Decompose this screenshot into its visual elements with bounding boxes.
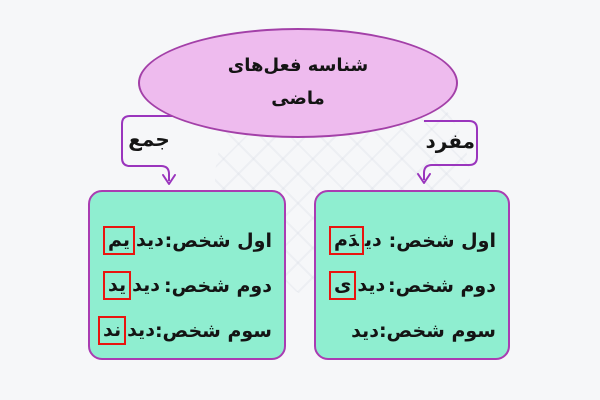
row-singular-third-person: سوم شخص: دید (328, 308, 496, 353)
plural-conjugation-box: اول شخص: دیدیم دوم شخص: دیدید سوم شخص: د… (88, 190, 286, 360)
verb-word: دیدی (328, 271, 385, 300)
verb-word: دیدند (97, 316, 155, 345)
singular-conjugation-box: اول شخص: دی‍‌‍دَم دوم شخص: دیدی سوم شخص:… (314, 190, 510, 360)
verb-stem: دی‍ (364, 229, 382, 252)
row-singular-first-person: اول شخص: دی‍‌‍دَم (328, 218, 496, 263)
row-plural-third-person: سوم شخص: دیدند (97, 308, 272, 353)
connector-plural (121, 115, 176, 181)
person-label: دوم شخص: (388, 274, 496, 297)
person-label: سوم شخص: (154, 319, 272, 342)
person-label: اول شخص: (164, 229, 272, 252)
verb-stem: دید (136, 229, 164, 252)
verb-stem: دید (351, 319, 379, 342)
branch-label-singular: مفرد (425, 129, 475, 153)
root-title-line1: شناسه فعل‌های (227, 55, 369, 77)
person-label: دوم شخص: (164, 274, 272, 297)
verb-ending-highlight: ی (329, 271, 357, 300)
verb-stem: دید (132, 274, 160, 297)
verb-word: دی‍‌‍دَم (328, 226, 382, 255)
arrow-down-singular-icon (417, 173, 431, 184)
row-plural-first-person: اول شخص: دیدیم (102, 218, 272, 263)
verb-ending-highlight: ند (97, 316, 127, 345)
root-title-line2: ماضی (271, 88, 325, 109)
connector-singular (423, 120, 478, 180)
row-plural-second-person: دوم شخص: دیدید (102, 263, 272, 308)
verb-stem: دید (127, 319, 155, 342)
person-label: اول شخص: (388, 229, 496, 252)
branch-label-plural: جمع (128, 127, 170, 151)
verb-word: دید (351, 320, 379, 342)
verb-word: دیدید (102, 271, 160, 300)
verb-ending-highlight: ید (103, 271, 132, 300)
person-label: سوم شخص: (378, 319, 496, 342)
verb-ending-highlight: ‌‍دَم (329, 226, 364, 255)
verb-word: دیدیم (102, 226, 164, 255)
verb-stem: دید (357, 274, 386, 297)
row-singular-second-person: دوم شخص: دیدی (328, 263, 496, 308)
arrow-down-plural-icon (162, 174, 176, 185)
verb-ending-highlight: یم (103, 226, 136, 255)
root-node-past-verb-identifiers: شناسه فعل‌های ماضی (138, 28, 458, 138)
